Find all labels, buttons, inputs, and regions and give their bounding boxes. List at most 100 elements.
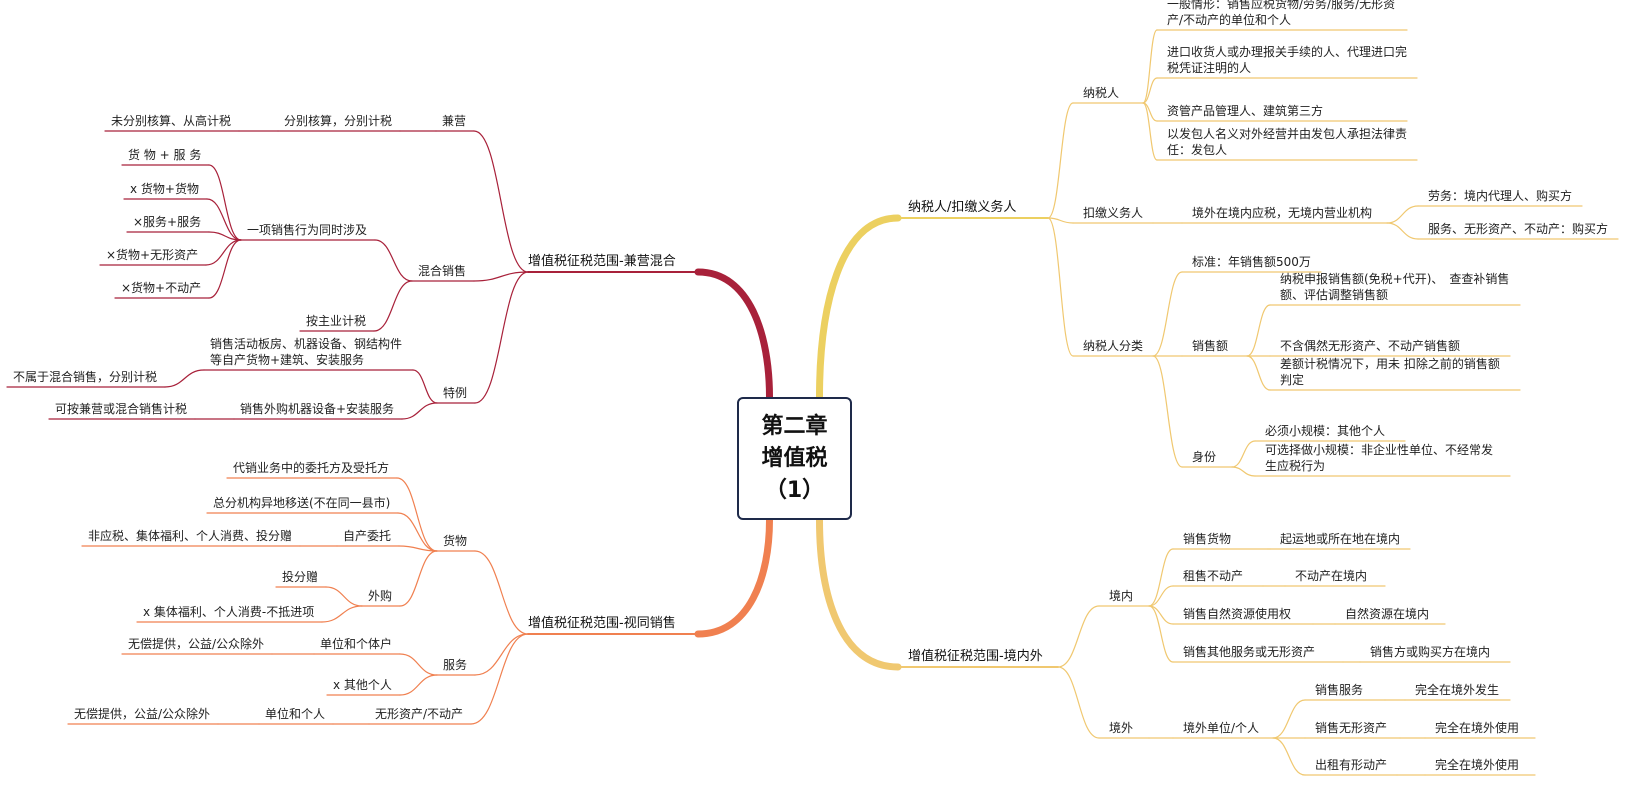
connector [1057, 605, 1100, 668]
connector [373, 280, 413, 332]
connector [1148, 548, 1174, 607]
node-b2c1a[interactable]: 无偿提供，公益/公众除外 [74, 707, 211, 721]
node-b1a2[interactable]: 未分别核算、从高计税 [111, 114, 232, 128]
node-b3c3a[interactable]: 必须小规模：其他个人 [1265, 424, 1386, 438]
connector [474, 550, 529, 635]
connector [1148, 585, 1174, 607]
node-b3c2c[interactable]: 差额计税情况下，用未 扣除之前的销售额判定 [1280, 357, 1500, 387]
node-b2a4a[interactable]: 投分赠 [282, 570, 319, 584]
connector [397, 512, 438, 552]
node-b2c1[interactable]: 单位和个人 [265, 707, 326, 721]
node-b1b[interactable]: 混合销售 [418, 264, 467, 278]
connector [1047, 102, 1074, 219]
node-b2a4[interactable]: 外购 [368, 589, 393, 603]
node-b4a4a[interactable]: 销售方或购买方在境内 [1370, 645, 1491, 659]
node-b2[interactable]: 增值税征税范围-视同销售 [528, 616, 676, 631]
node-b2a4b[interactable]: x 集体福利、个人消费-不抵进项 [143, 605, 315, 619]
node-b1c2[interactable]: 销售外购机器设备+安装服务 [240, 402, 395, 416]
root-node[interactable]: 第二章 增值税 （1） [737, 397, 852, 520]
connector [1152, 355, 1183, 468]
node-b3[interactable]: 纳税人/扣缴义务人 [908, 200, 1017, 215]
node-b1b1c[interactable]: ×服务+服务 [133, 215, 202, 229]
node-b4a3a[interactable]: 自然资源在境内 [1345, 607, 1430, 621]
node-b4a[interactable]: 境内 [1109, 589, 1134, 603]
node-b1b1[interactable]: 一项销售行为同时涉及 [247, 223, 368, 237]
node-b3a4[interactable]: 以发包人名义对外经营并由发包人承担法律责 任：发包人 [1167, 127, 1408, 157]
node-b2a3a[interactable]: 非应税、集体福利、个人消费、投分赠 [88, 529, 293, 543]
connector [470, 633, 529, 725]
node-b2a3[interactable]: 自产委托 [343, 529, 392, 543]
connector [208, 239, 242, 299]
node-b3c3b[interactable]: 可选择做小规模：非企业性单位、不经常发生应税行为 [1265, 443, 1494, 473]
node-b3a2[interactable]: 进口收货人或办理报关手续的人、代理进口完 税凭证注明的人 [1167, 45, 1408, 75]
node-b4a1[interactable]: 销售货物 [1183, 532, 1232, 546]
connector [1047, 217, 1074, 224]
connector [1142, 102, 1158, 161]
node-b3b1[interactable]: 境外在境内应税，无境内营业机构 [1192, 206, 1373, 220]
node-b3a1[interactable]: 一般情形：销售应税货物/劳务/服务/无形资产/不动产的单位和个人 [1167, 0, 1396, 27]
node-b2b[interactable]: 服务 [443, 658, 468, 672]
node-b2a[interactable]: 货物 [443, 534, 468, 548]
node-b3a3[interactable]: 资管产品管理人、建筑第三方 [1167, 104, 1324, 118]
node-b3b1a[interactable]: 劳务：境内代理人、购买方 [1428, 189, 1573, 203]
node-b3a[interactable]: 纳税人 [1083, 86, 1120, 100]
connector [208, 164, 242, 241]
node-b1b1e[interactable]: ×货物+不动产 [121, 281, 202, 295]
node-b4b1a[interactable]: 销售服务 [1315, 683, 1364, 697]
node-b1b2[interactable]: 按主业计税 [306, 314, 367, 328]
node-b1c1[interactable]: 销售活动板房、机器设备、钢结构件等自产货物+建筑、安装服务 [210, 337, 403, 367]
node-b1b1a[interactable]: 货 物 + 服 务 [128, 148, 202, 162]
node-b4b1c[interactable]: 出租有形动产 [1315, 758, 1388, 772]
connector [1246, 355, 1271, 391]
node-b1c[interactable]: 特例 [443, 386, 468, 400]
node-b1c2a[interactable]: 可按兼营或混合销售计税 [55, 402, 188, 416]
node-b1a[interactable]: 兼营 [442, 114, 467, 128]
node-b1a1[interactable]: 分别核算，分别计税 [284, 114, 393, 128]
node-b4a1a[interactable]: 起运地或所在地在境内 [1280, 532, 1401, 546]
node-b2a2[interactable]: 总分机构异地移送(不在同一县市) [213, 496, 391, 510]
node-b3c2a[interactable]: 纳税申报销售额(免税+代开)、 查查补销售额、评估调整销售额 [1280, 272, 1510, 302]
connector [399, 674, 438, 696]
connector [325, 586, 363, 607]
node-b4b1c1[interactable]: 完全在境外使用 [1435, 758, 1520, 772]
node-b4[interactable]: 增值税征税范围-境内外 [908, 649, 1043, 664]
node-b3c1[interactable]: 标准：年销售额500万 [1192, 255, 1311, 269]
node-b3b[interactable]: 扣缴义务人 [1083, 206, 1144, 220]
node-b2b2[interactable]: x 其他个人 [333, 678, 392, 692]
node-b3c2[interactable]: 销售额 [1192, 339, 1229, 353]
connector [398, 545, 438, 552]
node-b2b1[interactable]: 单位和个体户 [320, 637, 393, 651]
node-b2a1[interactable]: 代销业务中的委托方及受托方 [233, 461, 390, 475]
connector [1231, 440, 1256, 468]
connector [816, 214, 902, 401]
connector [694, 516, 773, 638]
node-b1[interactable]: 增值税征税范围-兼营混合 [528, 254, 676, 269]
node-b1b1b[interactable]: x 货物+货物 [130, 182, 199, 196]
node-b2c[interactable]: 无形资产/不动产 [375, 707, 464, 721]
node-b4b1[interactable]: 境外单位/个人 [1183, 721, 1260, 735]
connector [1272, 699, 1306, 739]
connector [1142, 29, 1158, 104]
connector [401, 402, 438, 420]
connector [206, 198, 242, 241]
node-b4b1a1[interactable]: 完全在境外发生 [1415, 683, 1500, 697]
node-b4a2a[interactable]: 不动产在境内 [1295, 569, 1368, 583]
node-b1b1d[interactable]: ×货物+无形资产 [106, 248, 199, 262]
node-b4a3[interactable]: 销售自然资源使用权 [1183, 607, 1292, 621]
node-b1c1a[interactable]: 不属于混合销售，分别计税 [13, 370, 158, 384]
node-b4b[interactable]: 境外 [1109, 721, 1134, 735]
root-title-line2: 增值税 [761, 445, 828, 471]
root-title-line3: （1） [764, 477, 825, 503]
node-b4b1b[interactable]: 销售无形资产 [1315, 721, 1388, 735]
node-b4a2[interactable]: 租售不动产 [1183, 569, 1244, 583]
node-b2b1a[interactable]: 无偿提供，公益/公众除外 [128, 637, 265, 651]
node-b3c3[interactable]: 身份 [1192, 450, 1217, 464]
node-b3c2b[interactable]: 不含偶然无形资产、不动产销售额 [1280, 339, 1461, 353]
node-b3c[interactable]: 纳税人分类 [1083, 339, 1144, 353]
node-b3b1b[interactable]: 服务、无形资产、不动产：购买方 [1428, 222, 1609, 236]
node-b4b1b1[interactable]: 完全在境外使用 [1435, 721, 1520, 735]
node-b4a4[interactable]: 销售其他服务或无形资产 [1183, 645, 1316, 659]
connector [474, 271, 529, 404]
connector [473, 130, 529, 273]
